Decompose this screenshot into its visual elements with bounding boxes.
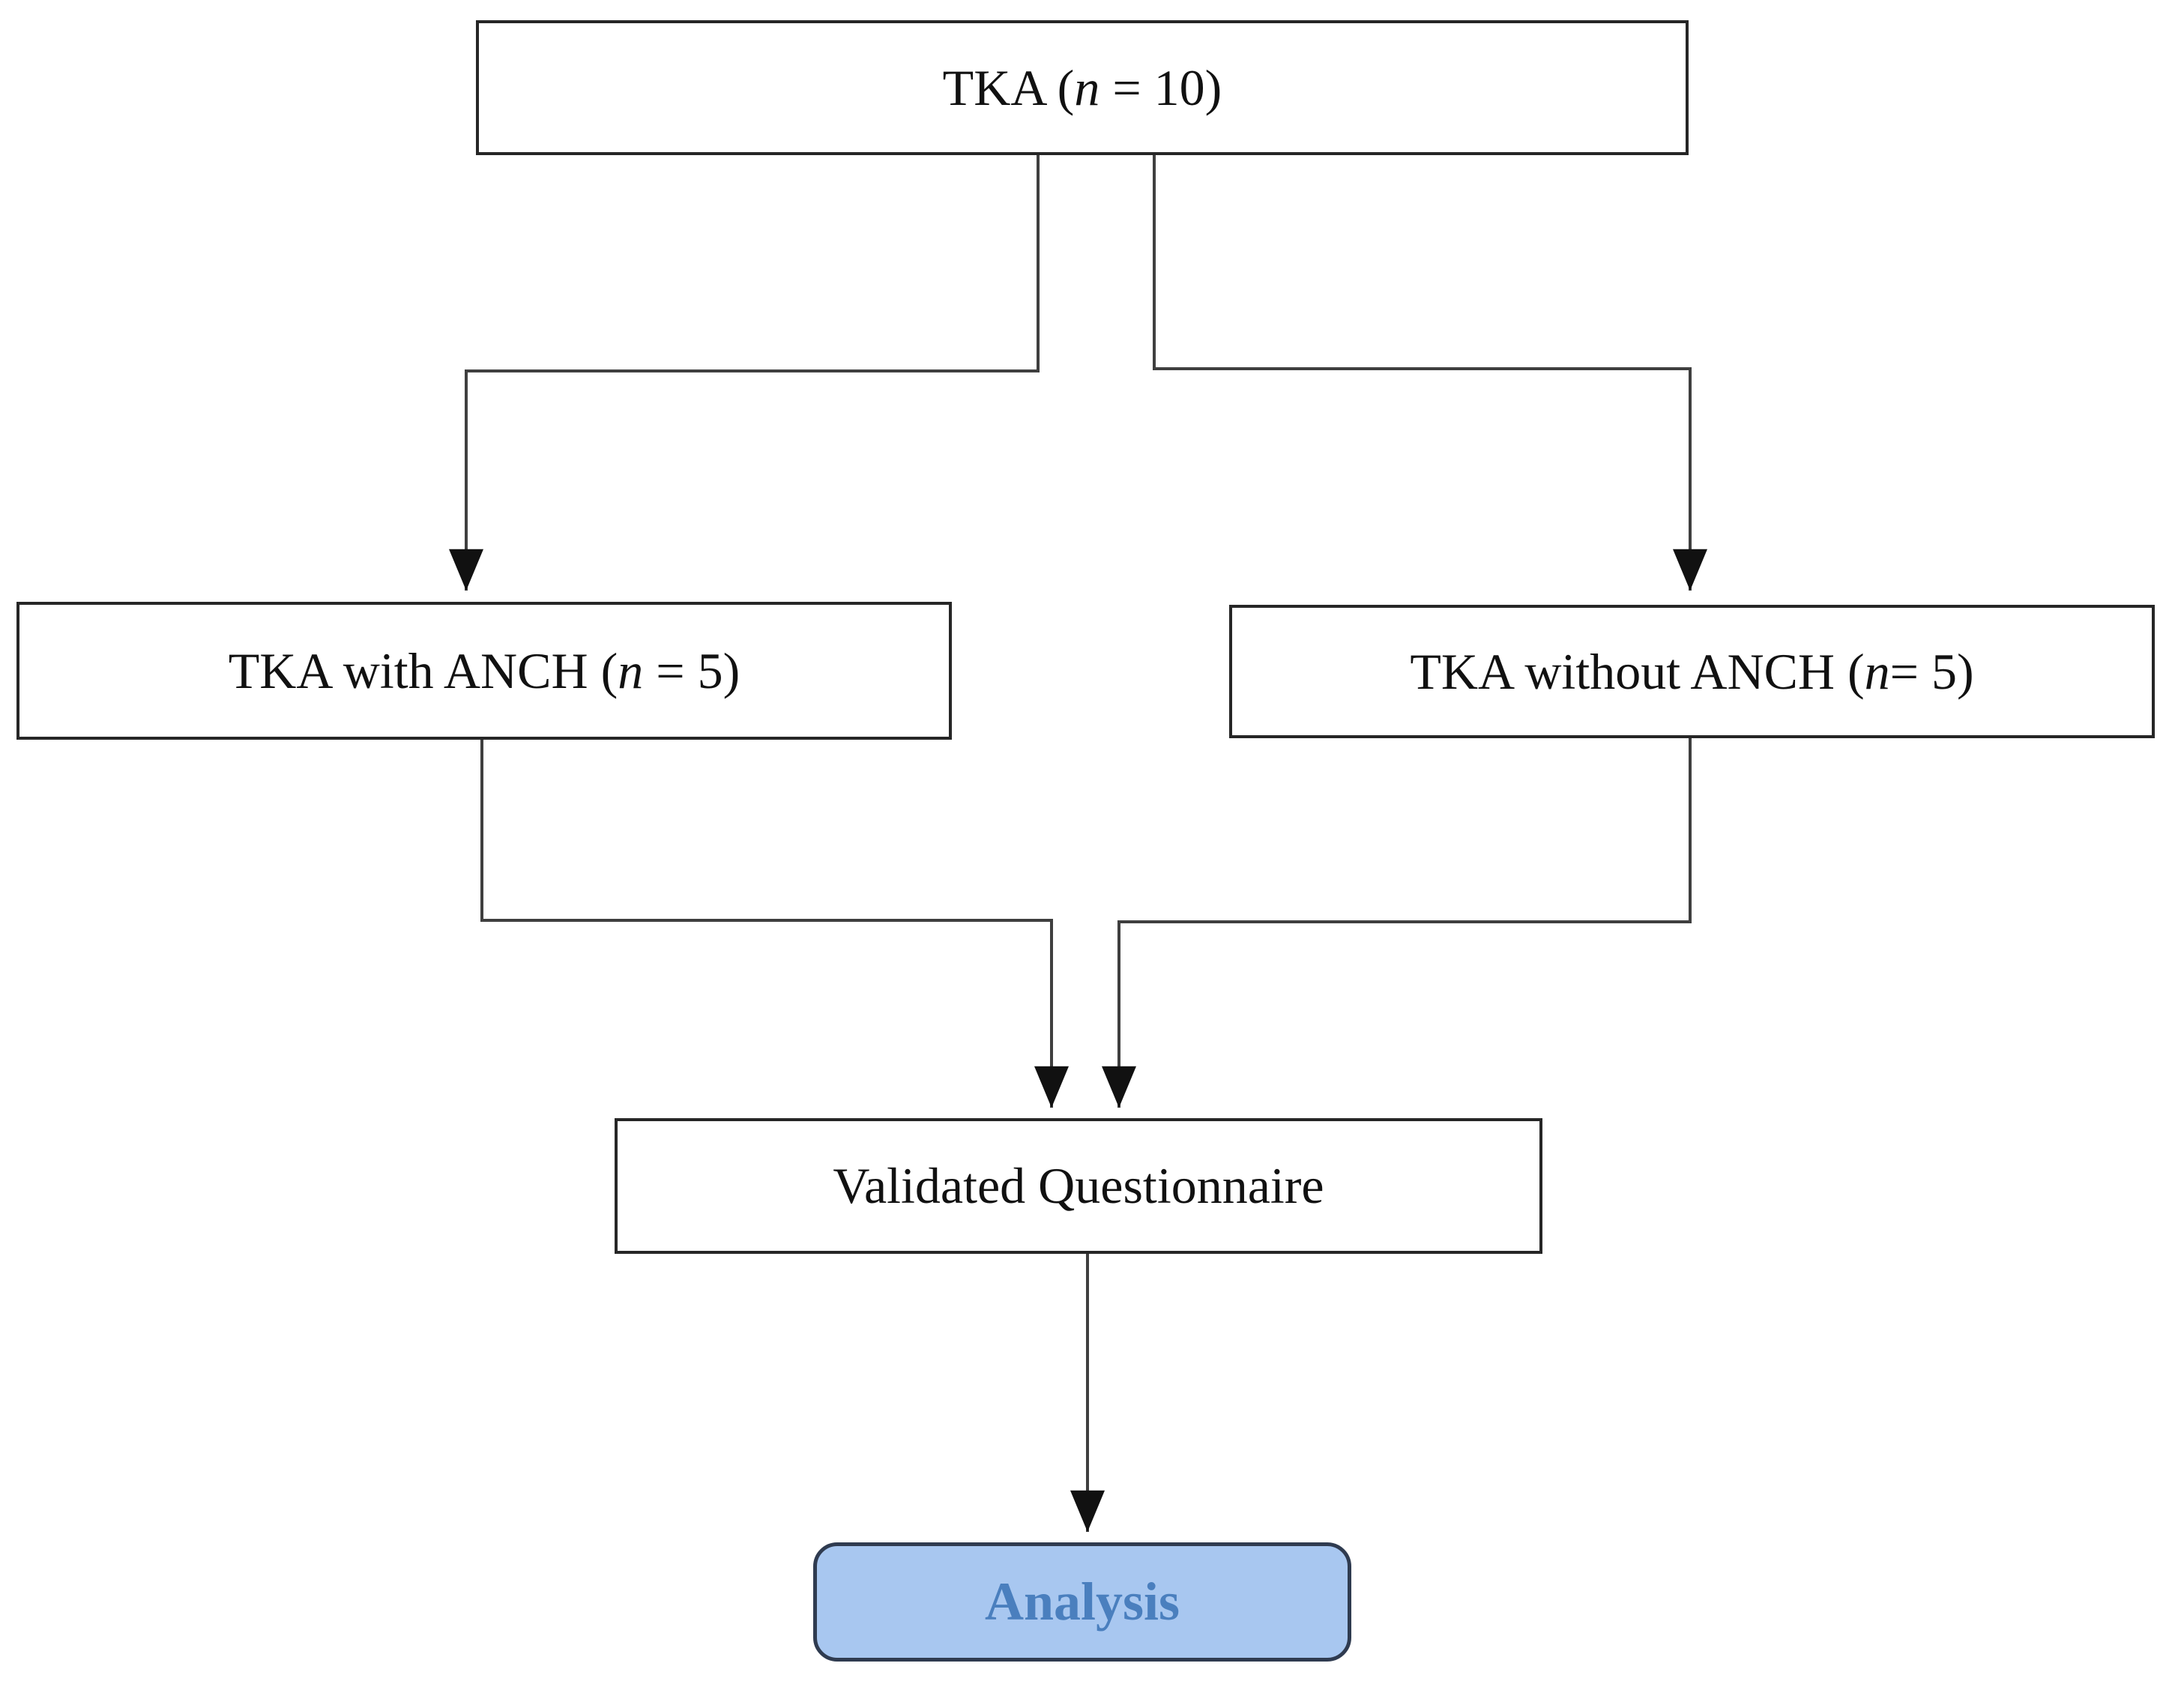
node-tka-without-anch-label: TKA without ANCH (n= 5) xyxy=(1410,642,1974,700)
node-tka: TKA (n = 10) xyxy=(476,20,1689,155)
node-analysis-label: Analysis xyxy=(984,1572,1180,1632)
node-tka-with-anch: TKA with ANCH (n = 5) xyxy=(16,602,952,740)
node-tka-label: TKA (n = 10) xyxy=(942,58,1222,116)
node-analysis: Analysis xyxy=(813,1542,1351,1662)
edge-tka-to-without-anch xyxy=(1153,155,1707,591)
node-tka-with-anch-label: TKA with ANCH (n = 5) xyxy=(228,642,740,699)
node-validated-questionnaire: Validated Questionnaire xyxy=(615,1118,1542,1254)
edge-without-anch-to-questionnaire xyxy=(1102,738,1692,1108)
node-validated-questionnaire-label: Validated Questionnaire xyxy=(833,1157,1324,1214)
node-tka-without-anch: TKA without ANCH (n= 5) xyxy=(1229,605,2155,738)
edge-tka-to-with-anch xyxy=(449,155,1040,591)
edge-with-anch-to-questionnaire xyxy=(480,740,1069,1108)
